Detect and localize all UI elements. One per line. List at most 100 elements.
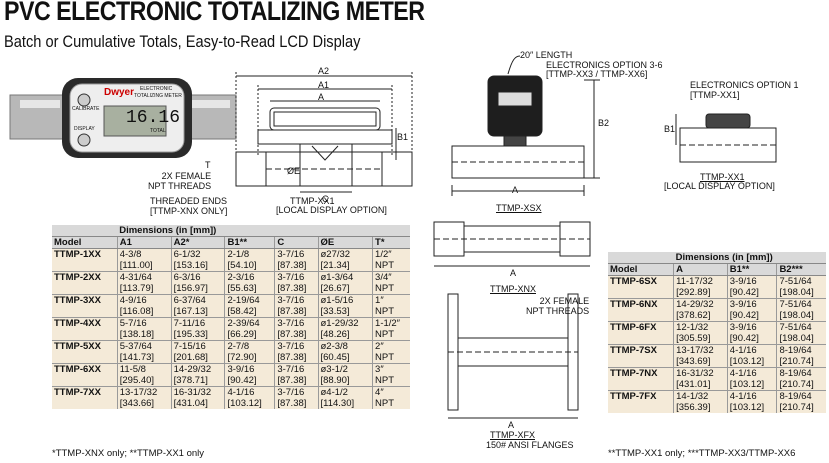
model-cell: TTMP-7SX [608,344,674,368]
table1-col-header: C [274,236,318,249]
dimension-mm-cell: [87.38] [274,398,318,409]
dimension-inch-cell: 7-11/16 [170,317,225,329]
model-cell: TTMP-5XX [52,340,118,364]
dimension-mm-cell: [33.53] [317,306,373,318]
dimension-mm-cell: [90.42] [224,375,275,387]
table-row-mm: [305.59][90.42][198.04] [608,333,826,345]
dimension-mm-cell: [103.12] [224,398,275,409]
dimension-mm-cell: NPT [372,398,410,409]
xnx-drawing [433,221,591,267]
dimension-inch-cell: 7-51/64 [776,275,826,287]
model-cell: TTMP-6SX [608,275,674,299]
dimension-inch-cell: 13-17/32 [116,386,172,398]
dimension-mm-cell: [210.74] [776,379,826,391]
dimension-mm-cell: [87.38] [274,329,318,341]
dimension-inch-cell: ø1-5/16 [317,294,373,306]
table-row-mm: [292.89][90.42][198.04] [608,287,826,299]
dimension-inch-cell: 3-7/16 [274,363,318,375]
cable-length-label: 20″ LENGTH [520,50,573,60]
dimension-mm-cell: [431.04] [170,398,225,409]
dimension-mm-cell: [48.26] [317,329,373,341]
table-row-mm: [295.40][378.71][90.42][87.38][88.90]NPT [52,375,410,387]
dimension-inch-cell: 2-1/8 [224,248,275,260]
table-row-mm: [116.08][167.13][58.42][87.38][33.53]NPT [52,306,410,318]
dimension-mm-cell: [88.90] [317,375,373,387]
female-threads-label: 2X FEMALE NPT THREADS [148,171,212,191]
dimension-inch-cell: ø1-3/64 [317,271,373,283]
table1-col-header: ØE [317,236,373,249]
dimension-inch-cell: 8-19/64 [776,367,826,379]
dimension-mm-cell: NPT [372,306,410,318]
threaded-ends-label: THREADED ENDS [TTMP-XNX ONLY] [150,196,228,216]
dimension-mm-cell: [156.97] [170,283,225,295]
dimension-mm-cell: [116.08] [116,306,172,318]
dimension-inch-cell: 4-9/16 [116,294,172,306]
meter-label-1: ELECTRONIC [140,86,173,92]
dimension-mm-cell: [87.38] [274,260,318,272]
dimension-mm-cell: [72.90] [224,352,275,364]
model-cell: TTMP-6NX [608,298,674,322]
dimension-inch-cell: 3-9/16 [726,298,777,310]
dimension-mm-cell: [167.13] [170,306,225,318]
dimension-mm-cell: [26.67] [317,283,373,295]
electronics-option-3-6-label: ELECTRONICS OPTION 3-6 [546,60,663,70]
dim-a2-label: A2 [318,66,330,76]
dim-a1-label: A1 [318,80,330,90]
dimension-inch-cell: 6-37/64 [170,294,225,306]
dimension-inch-cell: 4-1/16 [726,344,777,356]
dimension-inch-cell: 3-9/16 [726,321,777,333]
table1-col-header: Model [52,236,118,249]
model-cell: TTMP-6FX [608,321,674,345]
dimension-mm-cell: [87.38] [274,375,318,387]
dimension-inch-cell: 3-7/16 [274,271,318,283]
dimension-inch-cell: 5-37/64 [116,340,172,352]
dimension-mm-cell: [90.42] [726,310,777,322]
dimension-inch-cell: 3-7/16 [274,386,318,398]
dimension-inch-cell: 7-51/64 [776,321,826,333]
dimension-mm-cell: [103.12] [726,402,777,413]
dimension-inch-cell: ø1-29/32 [317,317,373,329]
table2-col-header: B1** [726,263,777,276]
dimension-inch-cell: 14-1/32 [673,390,728,402]
dimension-mm-cell: [111.00] [116,260,172,272]
dim-a-label: A [318,92,325,102]
dim-b1-label: B1 [397,132,409,142]
dimension-mm-cell: [198.04] [776,310,826,322]
table-row-mm: [141.73][201.68][72.90][87.38][60.45]NPT [52,352,410,364]
dimension-inch-cell: 7-51/64 [776,298,826,310]
dimension-mm-cell: [90.42] [726,287,777,299]
table1-col-header: A1 [116,236,172,249]
dimension-mm-cell: [114.30] [317,398,373,409]
dimension-inch-cell: 3-9/16 [726,275,777,287]
dimension-inch-cell: ø27/32 [317,248,373,260]
dimension-mm-cell: [210.74] [776,356,826,368]
dimension-mm-cell: NPT [372,375,410,387]
dimension-inch-cell: 1/2″ [372,248,410,260]
xfx-drawing [447,293,579,419]
dimension-mm-cell: [378.62] [673,310,728,322]
model-cell: TTMP-4XX [52,317,118,341]
dimension-inch-cell: 7-15/16 [170,340,225,352]
display-button-label: DISPLAY [74,126,95,132]
dimension-mm-cell: [54.10] [224,260,275,272]
dimension-mm-cell: [210.74] [776,402,826,413]
dimension-mm-cell: [21.34] [317,260,373,272]
dimension-inch-cell: 6-3/16 [170,271,225,283]
dimension-inch-cell: ø4-1/2 [317,386,373,398]
dimension-mm-cell: [153.16] [170,260,225,272]
main-drawing [235,72,413,193]
dimension-inch-cell: 2-39/64 [224,317,275,329]
xnx-threads-label: 2X FEMALE NPT THREADS [526,296,590,316]
table-row-mm: [343.69][103.12][210.74] [608,356,826,368]
model-cell: TTMP-1XX [52,248,118,272]
model-cell: TTMP-6XX [52,363,118,387]
table1-corner [52,225,118,237]
